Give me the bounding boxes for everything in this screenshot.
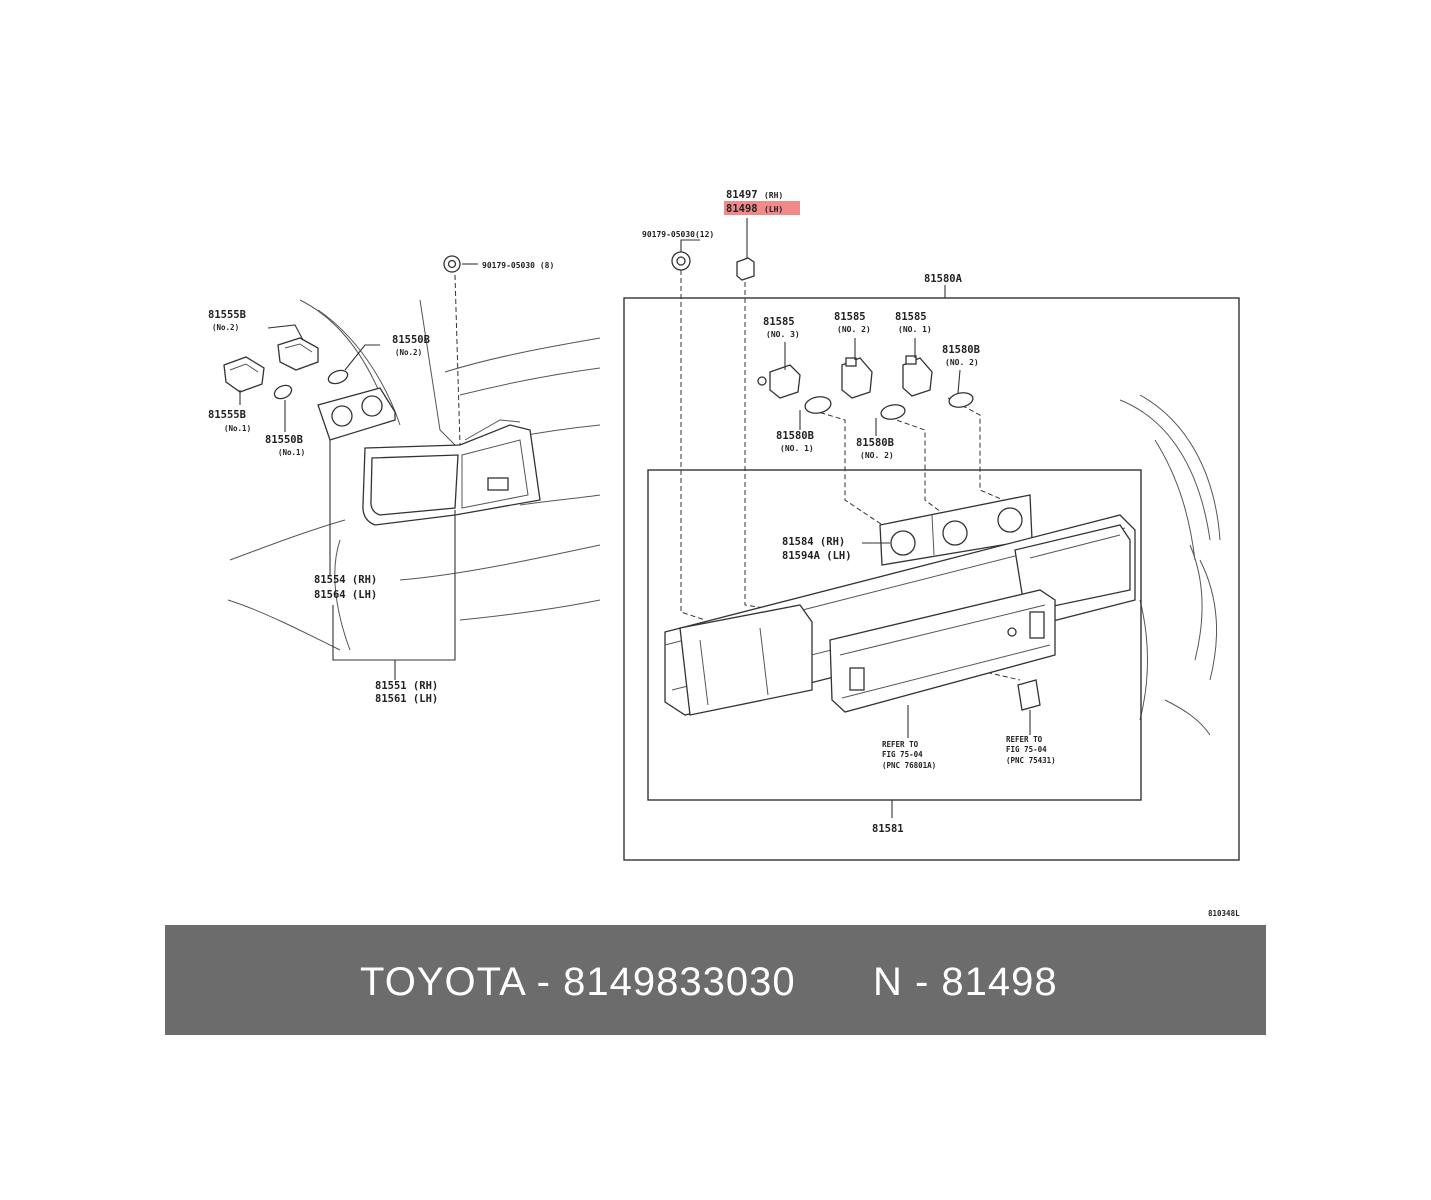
callout-81580B-no1: 81580B: [776, 430, 814, 442]
callout-81580B-no2: 81580B: [856, 437, 894, 449]
callout-81555B-no1: 81555B: [208, 409, 246, 421]
right-leaders: [784, 338, 961, 544]
callout-81580B-no2-right-sub: (NO. 2): [945, 358, 979, 367]
part-number-banner: TOYOTA - 8149833030 N - 81498: [165, 925, 1266, 1035]
callout-81555B-no1-sub: (No.1): [224, 424, 251, 433]
callout-81585-no2: 81585: [834, 311, 866, 323]
right-body-outline: [1119, 394, 1221, 736]
refer-75431-line1: REFER TO: [1006, 735, 1043, 744]
callout-81564: 81564 (LH): [314, 589, 377, 601]
callout-81580B-no2-sub: (NO. 2): [860, 451, 894, 460]
callout-81497: 81497 (RH): [726, 189, 783, 201]
callout-labels: 81497 (RH) 81498 (LH) 90179-05030(12) 90…: [208, 189, 1240, 918]
callout-81561: 81561 (LH): [375, 693, 438, 705]
assembly-box-81581: [647, 469, 1142, 818]
callout-90179-left: 90179-05030 (8): [482, 261, 554, 270]
callout-81554: 81554 (RH): [314, 574, 377, 586]
right-sockets: [757, 355, 933, 399]
rear-lamp-bar: [664, 514, 1136, 716]
license-garnish: [829, 589, 1056, 738]
refer-75431-line3: (PNC 75431): [1006, 756, 1056, 765]
refer-76801A-line2: FIG 75-04: [882, 750, 923, 759]
callout-81555B-no2: 81555B: [208, 309, 246, 321]
callout-81580B-no1-sub: (NO. 1): [780, 444, 814, 453]
callout-81580A: 81580A: [924, 273, 963, 285]
figure-code: 810348L: [1208, 909, 1240, 918]
callout-81585-no3: 81585: [763, 316, 795, 328]
callout-81551: 81551 (RH): [375, 680, 438, 692]
callout-81584: 81584 (RH): [782, 536, 845, 548]
left-clip-icon: [443, 255, 478, 273]
callout-81550B-no2-sub: (No.2): [395, 348, 422, 357]
left-tail-lamp: [362, 419, 541, 526]
refer-76801A-line3: (PNC 76801A): [882, 761, 936, 770]
highlight-81498: [724, 201, 800, 215]
reference-number-text: N - 81498: [873, 960, 1058, 1004]
callout-81580B-no2-right: 81580B: [942, 344, 980, 356]
left-socket-plate: [317, 387, 396, 441]
license-lamp: [1017, 679, 1041, 735]
callout-81550B-no1: 81550B: [265, 434, 303, 446]
callout-81581: 81581: [872, 823, 904, 835]
callout-81555B-no2-sub: (No.2): [212, 323, 239, 332]
refer-76801A-line1: REFER TO: [882, 740, 919, 749]
callout-81594A: 81594A (LH): [782, 550, 852, 562]
right-bulbs: [804, 392, 974, 420]
left-leaders: [239, 274, 461, 680]
callout-81585-no3-sub: (NO. 3): [766, 330, 800, 339]
right-socket-plate: [879, 494, 1033, 566]
right-clip-icon: [671, 239, 700, 271]
refer-75431-line2: FIG 75-04: [1006, 745, 1047, 754]
part-number-text: TOYOTA - 8149833030: [360, 960, 796, 1004]
retainer-81498-icon: [736, 218, 755, 281]
callout-81550B-no1-sub: (No.1): [278, 448, 305, 457]
callout-81585-no2-sub: (NO. 2): [837, 325, 871, 334]
callout-90179-right: 90179-05030(12): [642, 230, 714, 239]
left-sockets: [223, 337, 349, 400]
callout-81498: 81498 (LH): [726, 203, 783, 215]
callout-81585-no1-sub: (NO. 1): [898, 325, 932, 334]
assembly-box-81580A: [623, 285, 1240, 861]
callout-81585-no1: 81585: [895, 311, 927, 323]
callout-81550B-no2: 81550B: [392, 334, 430, 346]
